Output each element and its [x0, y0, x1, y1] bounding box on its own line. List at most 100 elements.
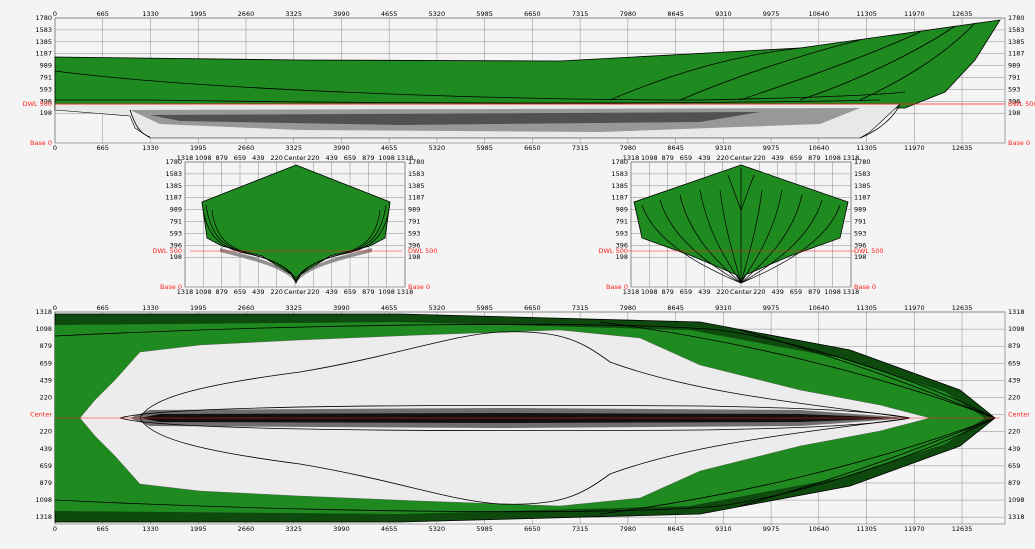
profile-x-tick-bottom: 5320 — [429, 144, 446, 152]
plan-y-tick-right: 659 — [1008, 359, 1020, 367]
body-plan-left-x-tick-top: 439 — [325, 154, 337, 162]
profile-x-tick-top: 2660 — [238, 10, 255, 18]
body-plan-left-x-tick-top: 439 — [252, 154, 264, 162]
body-plan-left-x-tick-top: Center — [284, 154, 306, 162]
plan-x-tick-top: 1995 — [190, 304, 207, 312]
body-plan-right-x-tick-bottom: 1318 — [623, 288, 640, 296]
profile-y-tick-right: 593 — [1008, 85, 1020, 93]
body-plan-left-y-tick-right: 1780 — [408, 158, 425, 166]
profile-base-label-right: Base 0 — [1008, 139, 1030, 147]
plan-x-tick-top: 10640 — [808, 304, 829, 312]
plan-x-tick-top: 7980 — [620, 304, 637, 312]
body-plan-right-x-tick-top: 659 — [790, 154, 802, 162]
plan-x-tick-bottom: 12635 — [952, 525, 973, 533]
body-plan-left-y-tick-right: 989 — [408, 206, 420, 214]
body-plan-left-y-tick-right: 1583 — [408, 170, 425, 178]
body-plan-left-x-tick-top: 1098 — [195, 154, 212, 162]
body-plan-left-y-tick-right: 1187 — [408, 194, 425, 202]
profile-x-tick-bottom: 665 — [97, 144, 109, 152]
plan-view[interactable]: 0066566513301330199519952660266033253325… — [30, 304, 1030, 533]
plan-x-tick-top: 4655 — [381, 304, 398, 312]
profile-x-tick-bottom: 9975 — [763, 144, 780, 152]
plan-x-tick-bottom: 4655 — [381, 525, 398, 533]
plan-x-tick-bottom: 11305 — [856, 525, 877, 533]
body-plan-left-x-tick-bottom: 659 — [344, 288, 356, 296]
body-plan-right-dwl-label-left: DWL 500 — [598, 247, 628, 255]
profile-x-tick-bottom: 1995 — [190, 144, 207, 152]
body-plan-left-x-tick-bottom: 220 — [307, 288, 319, 296]
body-plan-right-x-tick-top: 1318 — [623, 154, 640, 162]
body-plan-right-x-tick-top: 659 — [680, 154, 692, 162]
body-plan-right-y-tick-left: 1187 — [611, 194, 628, 202]
profile-y-tick-left: 198 — [40, 109, 52, 117]
profile-y-tick-left: 1780 — [35, 14, 52, 22]
plan-x-tick-top: 9975 — [763, 304, 780, 312]
body-plan-left-y-tick-right: 593 — [408, 229, 420, 237]
profile-x-tick-top: 7980 — [620, 10, 637, 18]
profile-x-tick-top: 7315 — [572, 10, 589, 18]
body-plan-right-dwl-label-right: DWL 500 — [854, 247, 884, 255]
body-plan-left-y-tick-left: 1780 — [165, 158, 182, 166]
body-plan-left-x-tick-top: 1318 — [397, 154, 414, 162]
body-plan-right-x-tick-bottom: 220 — [716, 288, 728, 296]
plan-x-tick-bottom: 1330 — [142, 525, 159, 533]
plan-waterlines — [54, 321, 996, 515]
profile-y-tick-right: 1385 — [1008, 38, 1025, 46]
body-plan-right-sections — [641, 168, 841, 284]
plan-x-tick-bottom: 8645 — [667, 525, 684, 533]
plan-x-tick-bottom: 7980 — [620, 525, 637, 533]
plan-y-tick-left: 1318 — [35, 308, 52, 316]
plan-y-tick-left: 879 — [40, 342, 52, 350]
profile-y-tick-left: 989 — [40, 62, 52, 70]
profile-view[interactable]: 0066566513301330199519952660266033253325… — [22, 10, 1035, 152]
body-plan-left-y-tick-right: 791 — [408, 218, 420, 226]
body-plan-right-y-tick-left: 593 — [616, 229, 628, 237]
body-plan-left-y-tick-left: 791 — [170, 218, 182, 226]
body-plan-left[interactable]: 1318131810981098879879659659439439220220… — [152, 154, 437, 296]
body-plan-right[interactable]: 1318131810981098879879659659439439220220… — [598, 154, 883, 296]
body-plan-left-x-tick-bottom: 1318 — [177, 288, 194, 296]
profile-x-tick-top: 9975 — [763, 10, 780, 18]
profile-x-tick-top: 5985 — [476, 10, 493, 18]
body-plan-left-x-tick-bottom: 220 — [270, 288, 282, 296]
plan-x-tick-top: 11970 — [904, 304, 925, 312]
body-plan-right-x-tick-bottom: 439 — [698, 288, 710, 296]
plan-y-tick-left: 439 — [40, 376, 52, 384]
body-plan-right-y-tick-right: 198 — [854, 253, 866, 261]
body-plan-right-base-label-right: Base 0 — [854, 283, 876, 291]
body-plan-left-y-tick-right: 1385 — [408, 182, 425, 190]
body-plan-right-y-tick-left: 1583 — [611, 170, 628, 178]
profile-x-tick-top: 3990 — [333, 10, 350, 18]
plan-x-tick-top: 11305 — [856, 304, 877, 312]
body-plan-left-x-tick-top: 220 — [307, 154, 319, 162]
body-plan-right-frame — [630, 161, 852, 288]
body-plan-left-dwl-label-left: DWL 500 — [152, 247, 182, 255]
profile-y-tick-left: 1187 — [35, 50, 52, 58]
body-plan-right-y-tick-right: 1385 — [854, 182, 871, 190]
profile-x-tick-top: 10640 — [808, 10, 829, 18]
profile-x-tick-bottom: 7315 — [572, 144, 589, 152]
plan-x-tick-top: 8645 — [667, 304, 684, 312]
plan-y-tick-right: 1318 — [1008, 513, 1025, 521]
plan-y-tick-right: 879 — [1008, 479, 1020, 487]
body-plan-left-y-tick-left: 1385 — [165, 182, 182, 190]
body-plan-right-x-tick-top: 1098 — [824, 154, 841, 162]
body-plan-left-y-tick-left: 989 — [170, 206, 182, 214]
body-plan-left-y-tick-left: 593 — [170, 229, 182, 237]
profile-x-tick-bottom: 5985 — [476, 144, 493, 152]
body-plan-left-labels: 1318131810981098879879659659439439220220… — [152, 154, 437, 296]
body-plan-left-x-tick-bottom: 439 — [252, 288, 264, 296]
body-plan-right-x-tick-top: 220 — [716, 154, 728, 162]
profile-x-tick-top: 4655 — [381, 10, 398, 18]
body-plan-right-x-tick-bottom: 1318 — [843, 288, 860, 296]
plan-y-tick-right: Center — [1008, 411, 1030, 419]
body-plan-right-x-tick-top: 439 — [698, 154, 710, 162]
profile-y-tick-right: 1583 — [1008, 26, 1025, 34]
profile-x-tick-bottom: 3325 — [285, 144, 302, 152]
plan-y-tick-right: 659 — [1008, 462, 1020, 470]
body-plan-left-x-tick-bottom: 879 — [362, 288, 374, 296]
profile-y-tick-right: 1780 — [1008, 14, 1025, 22]
plan-x-tick-top: 5985 — [476, 304, 493, 312]
body-plan-left-x-tick-bottom: 879 — [215, 288, 227, 296]
profile-x-tick-bottom: 4655 — [381, 144, 398, 152]
